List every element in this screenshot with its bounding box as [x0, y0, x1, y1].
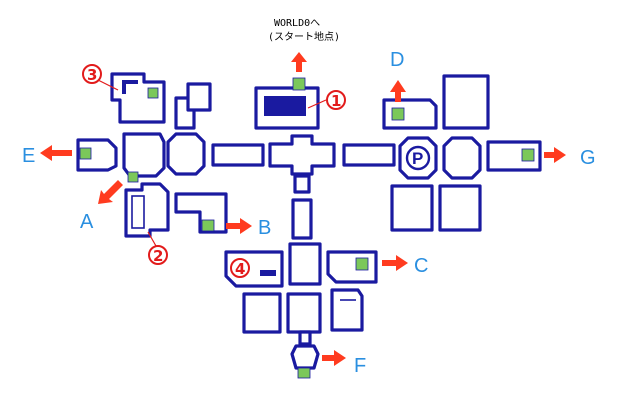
- marker-4: 4: [230, 258, 250, 278]
- exit-label-g: G: [580, 147, 596, 169]
- room-east-sw: [390, 184, 434, 232]
- corridor-south: [291, 198, 313, 240]
- arrow-world-up: [291, 52, 307, 72]
- corridor-west: [211, 143, 265, 167]
- room-east-octagon: [442, 136, 482, 180]
- exit-marker-d[interactable]: [391, 107, 405, 121]
- exit-marker-nw[interactable]: [147, 87, 159, 99]
- marker-3-leader: [97, 79, 119, 91]
- world-exit-line2: (スタート地点): [268, 30, 340, 43]
- arrow-d: [390, 80, 406, 102]
- marker-3: 3: [82, 64, 119, 91]
- exit-marker-c[interactable]: [355, 257, 369, 271]
- marker-3-circle: [82, 64, 102, 84]
- room-west: [122, 132, 166, 178]
- exit-marker-world[interactable]: [292, 77, 306, 91]
- room-west-octagon: [166, 132, 206, 176]
- arrow-e: [40, 145, 72, 161]
- world-exit-line1: WORLD0へ: [274, 18, 320, 29]
- exit-marker-b[interactable]: [201, 219, 215, 232]
- marker-2-leader: [147, 231, 157, 247]
- marker-1: 1: [307, 90, 346, 110]
- marker-3-number: 3: [87, 66, 97, 84]
- exit-label-a: A: [80, 211, 94, 233]
- room-south-mid: [286, 292, 322, 334]
- room-f: [290, 344, 320, 370]
- arrow-b: [226, 218, 252, 234]
- p-icon: P: [412, 149, 423, 168]
- room-b-corridor: [174, 192, 228, 234]
- p-icon-ring: [405, 145, 431, 171]
- room-d: [382, 98, 438, 130]
- room-c: [326, 250, 378, 284]
- arrow-a: [98, 180, 123, 204]
- marker-4-number: 4: [235, 260, 245, 278]
- room-central-top-block: [264, 96, 306, 116]
- room-east-se: [438, 184, 482, 232]
- arrow-f: [322, 350, 346, 366]
- marker-2: 2: [147, 231, 168, 265]
- exit-label-d: D: [390, 49, 404, 71]
- room-south-center: [288, 242, 322, 286]
- exit-label-f: F: [354, 355, 366, 377]
- marker-2-circle: [148, 245, 168, 265]
- corridor-south-connector: [293, 174, 311, 194]
- marker-4-circle: [230, 258, 250, 278]
- exit-label-b: B: [258, 217, 271, 239]
- exit-marker-g[interactable]: [521, 148, 535, 162]
- room-southwest-inner: [131, 195, 145, 229]
- room-south-se: [330, 288, 364, 332]
- corridor-east: [342, 143, 396, 167]
- marker-1-leader: [307, 99, 327, 109]
- exit-marker-a[interactable]: [127, 171, 139, 183]
- room-south-west-block: [260, 270, 276, 276]
- exit-label-e: E: [22, 145, 35, 167]
- room-north-small: [186, 82, 212, 112]
- arrow-c: [382, 255, 408, 271]
- exit-label-c: C: [414, 255, 428, 277]
- room-central-hub: [268, 134, 336, 176]
- room-northeast: [442, 74, 490, 130]
- marker-1-number: 1: [331, 92, 341, 110]
- room-west-e-exit: [76, 138, 118, 172]
- arrow-g: [544, 147, 566, 163]
- room-northwest-block: [122, 80, 138, 94]
- room-southwest: [124, 182, 170, 238]
- corridor-f: [298, 330, 312, 346]
- marker-2-number: 2: [153, 247, 163, 265]
- exit-marker-e[interactable]: [79, 147, 92, 160]
- marker-1-circle: [326, 90, 346, 110]
- room-south-sw: [242, 292, 282, 334]
- exit-marker-f[interactable]: [297, 367, 311, 379]
